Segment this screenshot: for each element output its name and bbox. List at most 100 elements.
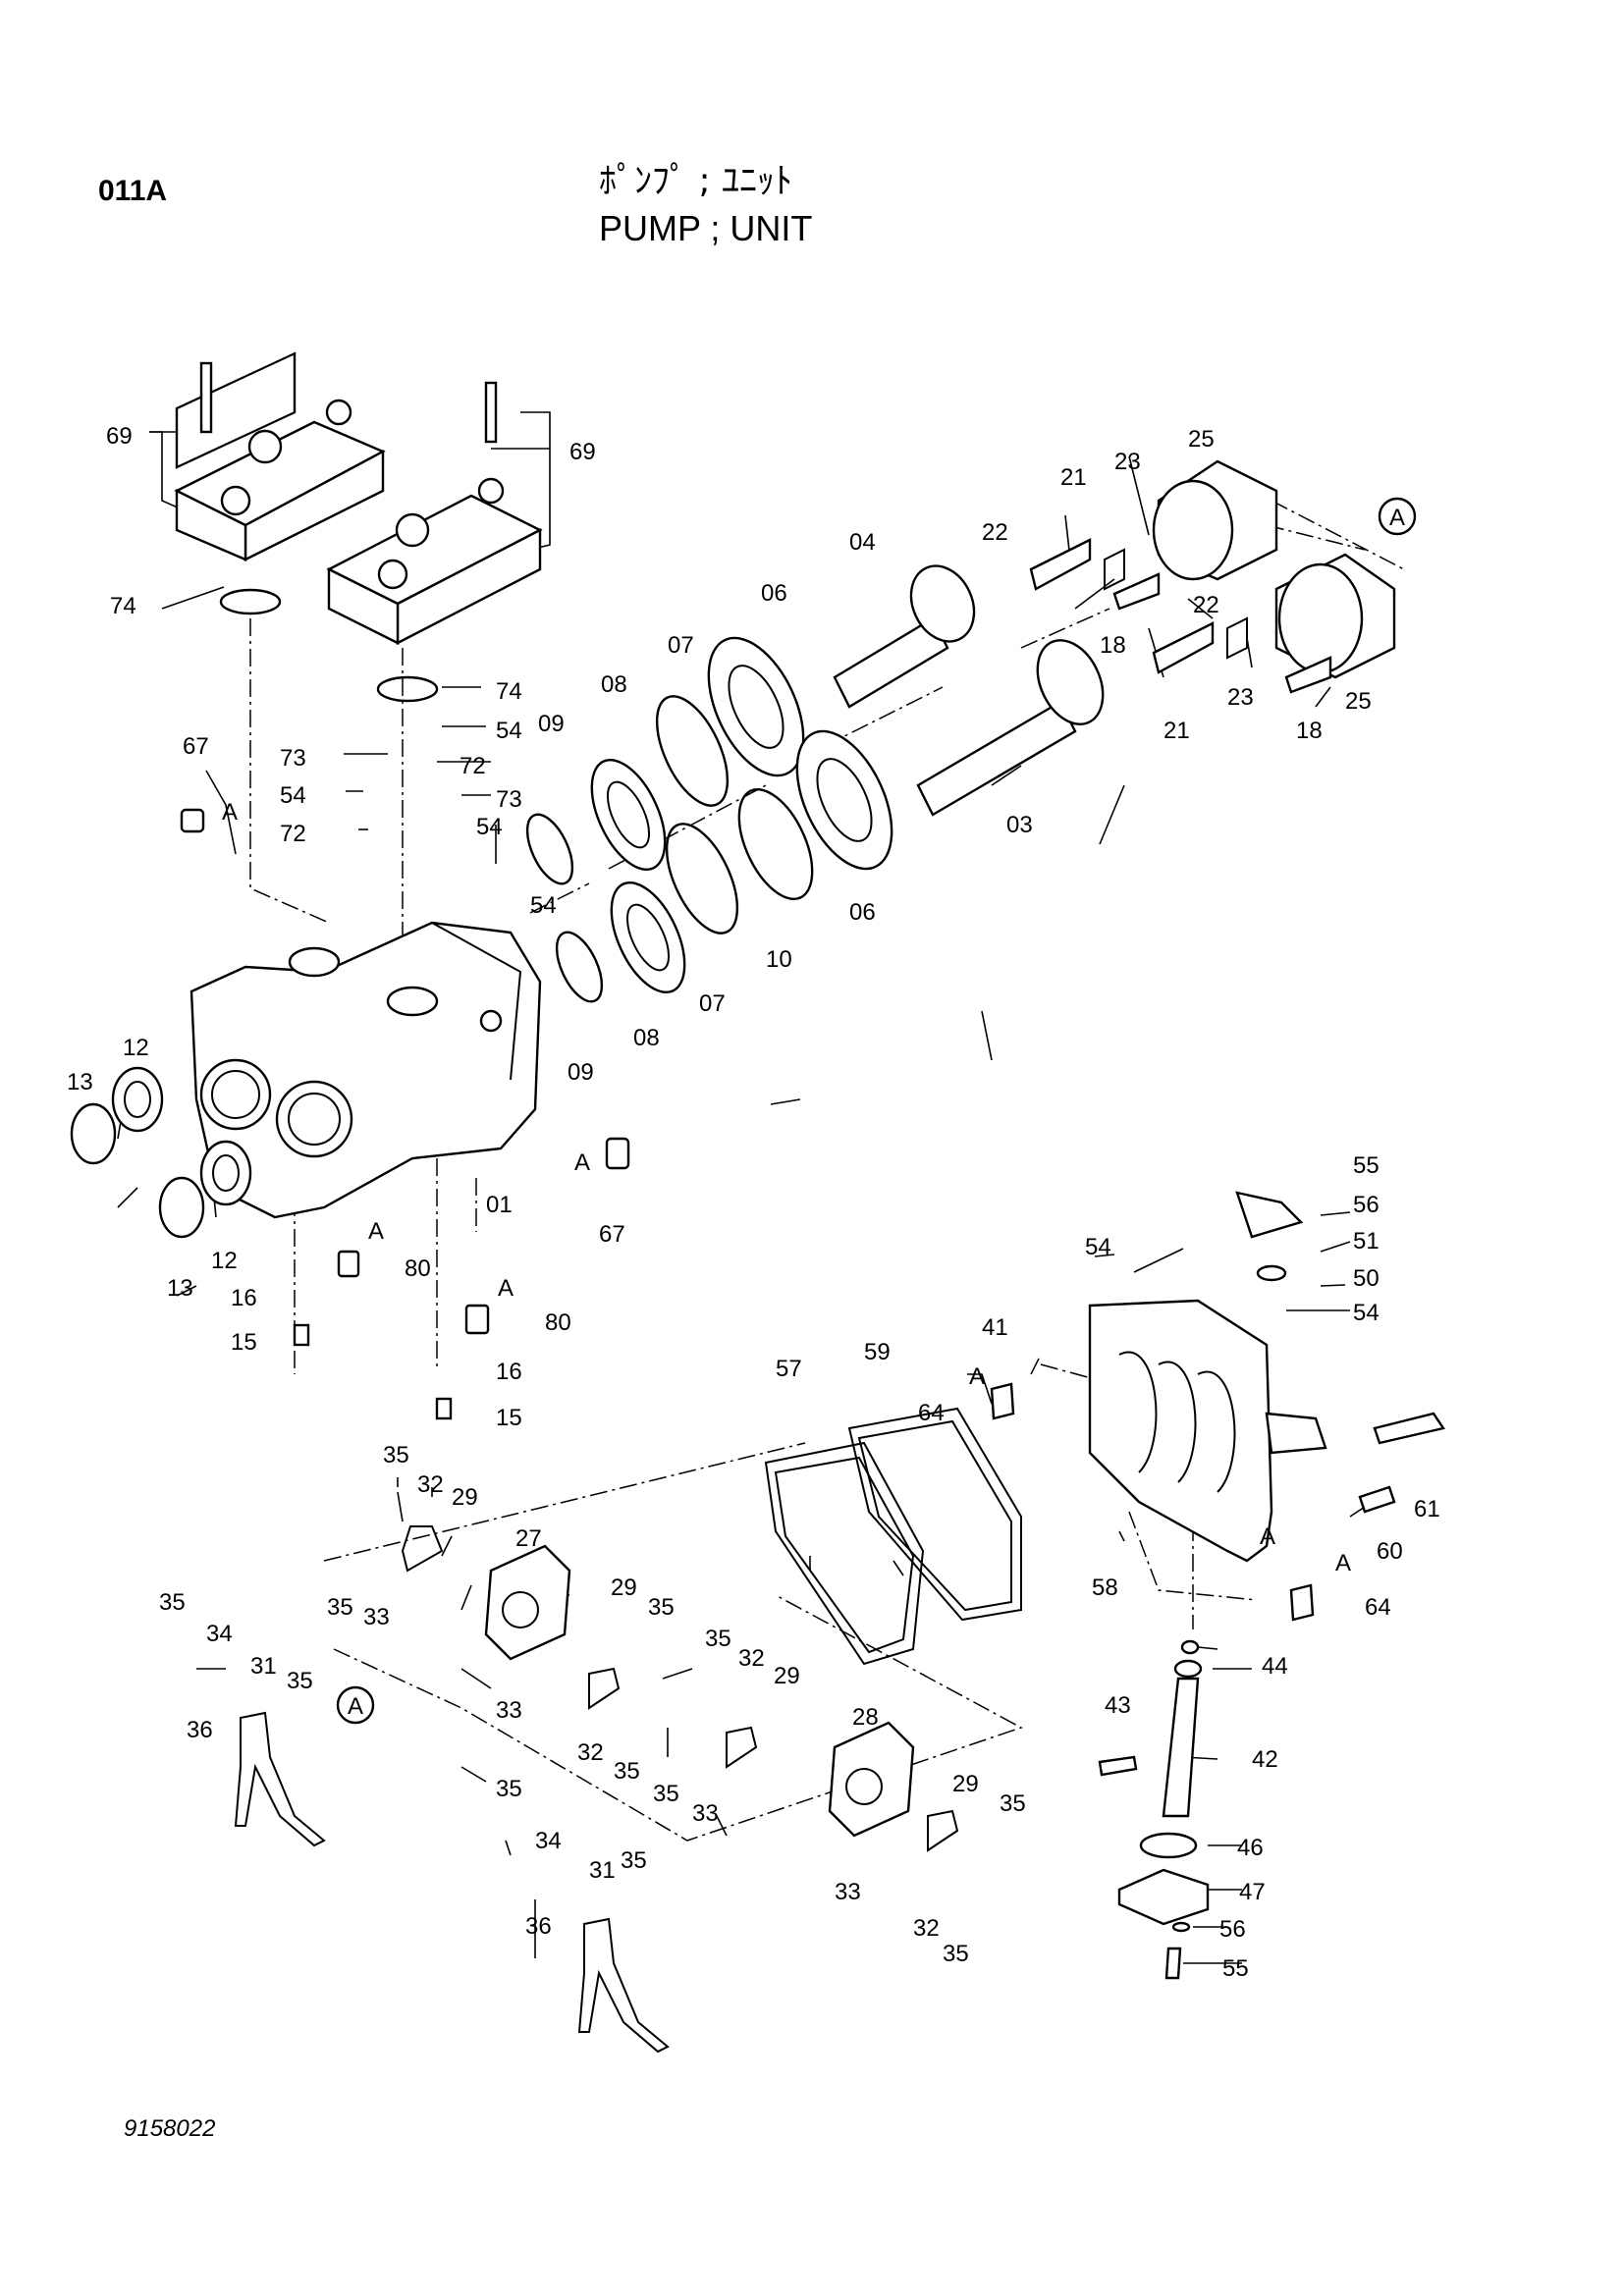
callout-10: 10 — [766, 946, 792, 973]
callout-32: 32 — [417, 1471, 444, 1498]
callout-35: 35 — [287, 1668, 313, 1694]
callout-33: 33 — [363, 1604, 390, 1630]
callout-12: 12 — [211, 1248, 238, 1274]
seals-and-snap-rings — [70, 1066, 252, 1239]
callout-35: 35 — [383, 1442, 409, 1468]
callout-08: 08 — [601, 671, 627, 698]
callout-50: 50 — [1353, 1265, 1380, 1292]
callout-73: 73 — [280, 745, 306, 772]
ref-mark-a: A — [222, 799, 238, 826]
callout-12: 12 — [123, 1035, 149, 1061]
callout-74: 74 — [496, 678, 522, 705]
callout-56: 56 — [1219, 1916, 1246, 1943]
callout-64: 64 — [918, 1400, 945, 1426]
callout-55: 55 — [1353, 1152, 1380, 1179]
ref-mark-a: A — [969, 1363, 985, 1390]
circle-mark-a: A — [1389, 505, 1405, 531]
callout-54: 54 — [496, 718, 522, 744]
gaskets — [764, 1407, 1022, 1666]
servo-parts — [234, 1525, 959, 2054]
callout-36: 36 — [525, 1913, 552, 1940]
callout-60: 60 — [1377, 1538, 1403, 1565]
callout-47: 47 — [1239, 1879, 1266, 1905]
callout-35: 35 — [621, 1847, 647, 1874]
callout-13: 13 — [167, 1275, 193, 1302]
bearings-and-shafts — [525, 564, 1105, 1003]
callout-22: 22 — [982, 519, 1008, 546]
callout-16: 16 — [496, 1359, 522, 1385]
callout-42: 42 — [1252, 1746, 1278, 1773]
callout-18: 18 — [1296, 718, 1323, 744]
callout-03: 03 — [1006, 812, 1033, 838]
callout-35: 35 — [705, 1626, 731, 1652]
callout-06: 06 — [849, 899, 876, 926]
callout-35: 35 — [943, 1941, 969, 1967]
callout-29: 29 — [452, 1484, 478, 1511]
callout-54: 54 — [476, 814, 503, 840]
callout-67: 67 — [183, 733, 209, 760]
callout-72: 72 — [460, 753, 486, 779]
callout-06: 06 — [761, 580, 787, 607]
callout-54: 54 — [280, 782, 306, 809]
callout-31: 31 — [250, 1653, 277, 1680]
page-title-japanese: ﾎﾟﾝﾌﾟ ; ﾕﾆｯﾄ — [599, 161, 793, 201]
callout-27: 27 — [515, 1525, 542, 1552]
callout-35: 35 — [496, 1776, 522, 1802]
callout-58: 58 — [1092, 1575, 1118, 1601]
callout-72: 72 — [280, 821, 306, 847]
document-number: 9158022 — [124, 2115, 216, 2142]
callout-43: 43 — [1105, 1692, 1131, 1719]
callout-09: 09 — [568, 1059, 594, 1086]
callout-64: 64 — [1365, 1594, 1391, 1621]
callout-54: 54 — [1353, 1300, 1380, 1326]
ref-mark-a: A — [368, 1218, 384, 1245]
control-valve-upper — [174, 351, 386, 561]
valve-block — [990, 1191, 1445, 1622]
callout-13: 13 — [67, 1069, 93, 1095]
callout-21: 21 — [1060, 464, 1087, 491]
callout-32: 32 — [738, 1645, 765, 1672]
callout-69: 69 — [569, 439, 596, 465]
callout-35: 35 — [1000, 1790, 1026, 1817]
callout-46: 46 — [1237, 1835, 1264, 1861]
callout-01: 01 — [486, 1192, 513, 1218]
callout-67: 67 — [599, 1221, 625, 1248]
callout-32: 32 — [913, 1915, 940, 1942]
callout-32: 32 — [577, 1739, 604, 1766]
callout-28: 28 — [852, 1704, 879, 1731]
callout-29: 29 — [611, 1575, 637, 1601]
callout-07: 07 — [699, 990, 726, 1017]
callout-44: 44 — [1262, 1653, 1288, 1680]
callout-80: 80 — [545, 1309, 571, 1336]
ref-mark-a: A — [1335, 1550, 1351, 1576]
callout-36: 36 — [187, 1717, 213, 1743]
callout-04: 04 — [849, 529, 876, 556]
callout-33: 33 — [692, 1800, 719, 1827]
callout-15: 15 — [496, 1405, 522, 1431]
callout-73: 73 — [496, 786, 522, 813]
plugs — [180, 808, 630, 1420]
callout-56: 56 — [1353, 1192, 1380, 1218]
callout-35: 35 — [159, 1589, 186, 1616]
page-title-english: PUMP ; UNIT — [599, 208, 813, 248]
callout-07: 07 — [668, 632, 694, 659]
callout-55: 55 — [1222, 1955, 1249, 1982]
callout-35: 35 — [614, 1758, 640, 1785]
callout-22: 22 — [1193, 592, 1219, 618]
reference-marks: A A A A A A A — [222, 799, 1351, 1576]
callout-35: 35 — [648, 1594, 675, 1621]
callout-23: 23 — [1114, 449, 1141, 475]
callout-29: 29 — [774, 1663, 800, 1689]
callout-59: 59 — [864, 1339, 891, 1365]
ref-mark-a: A — [574, 1149, 590, 1176]
callout-23: 23 — [1227, 684, 1254, 711]
ref-mark-a: A — [498, 1275, 514, 1302]
callout-54: 54 — [1085, 1234, 1111, 1260]
o-ring-74-lower — [376, 675, 439, 703]
circle-mark — [1378, 497, 1417, 536]
callout-25: 25 — [1345, 688, 1372, 715]
callout-80: 80 — [405, 1255, 431, 1282]
tube-and-cover — [1098, 1639, 1210, 1980]
o-ring-74-upper — [219, 588, 282, 615]
